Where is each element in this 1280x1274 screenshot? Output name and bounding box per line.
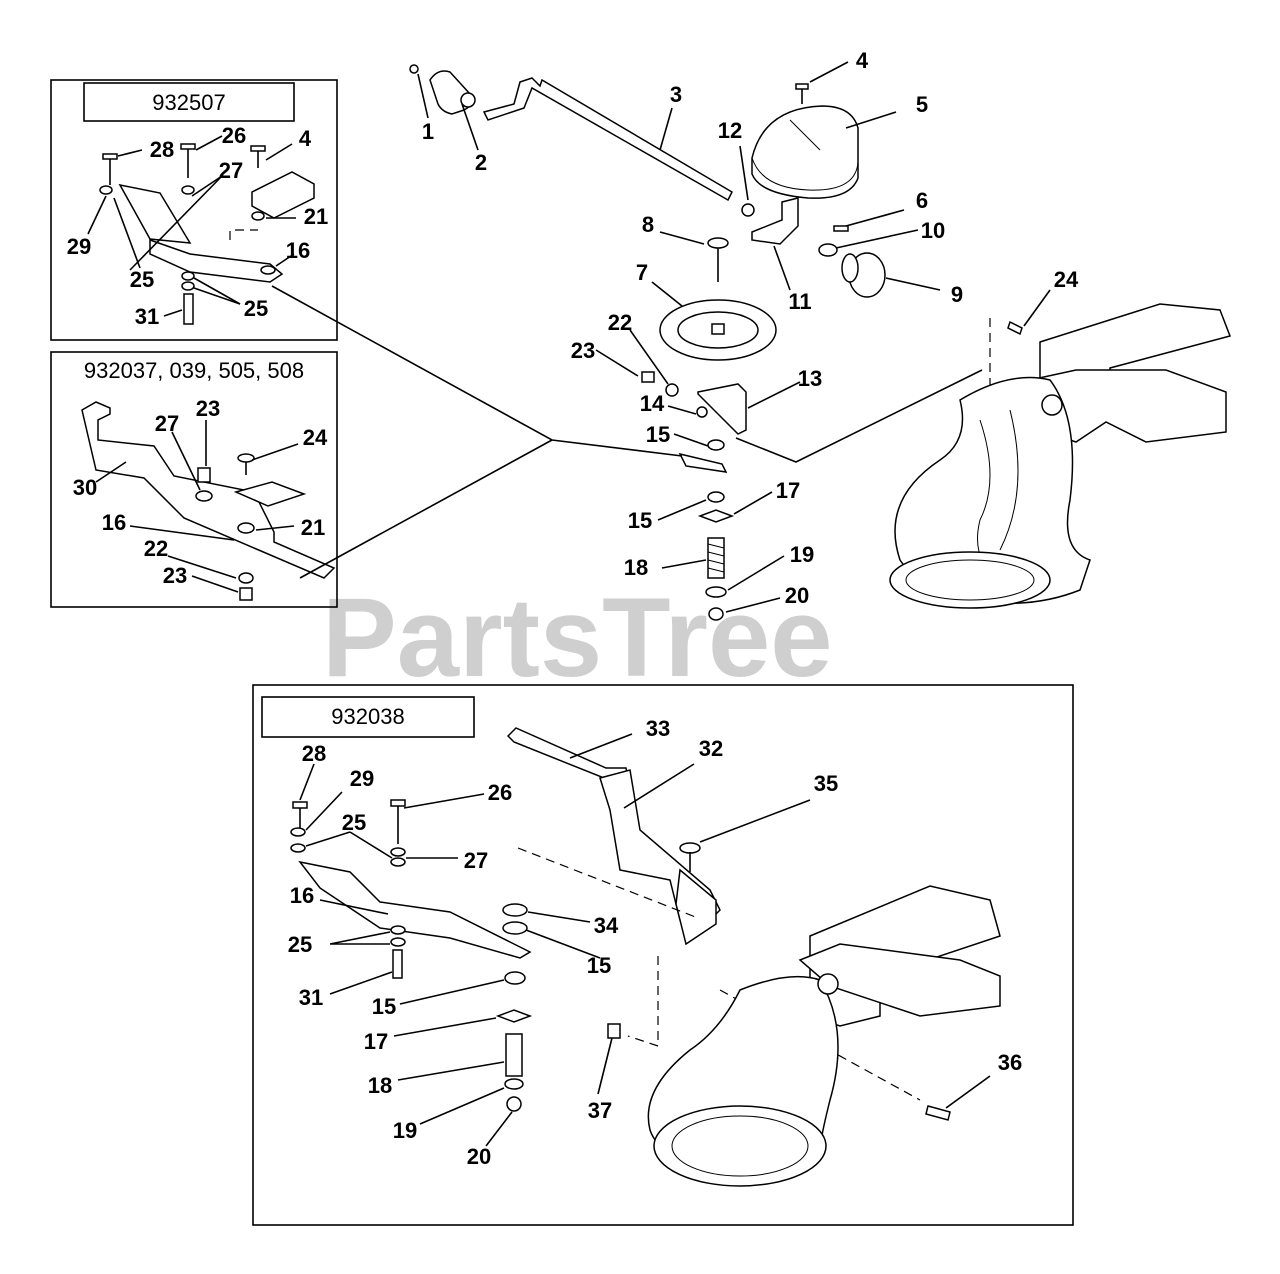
mid-callout-16: 16 bbox=[102, 510, 126, 535]
callout-8: 8 bbox=[642, 212, 654, 237]
callout-15a: 15 bbox=[646, 422, 670, 447]
bot-callout-18: 18 bbox=[368, 1073, 392, 1098]
bot-callout-29: 29 bbox=[350, 766, 374, 791]
top-callout-25a: 25 bbox=[130, 267, 154, 292]
callout-1: 1 bbox=[422, 119, 434, 144]
bot-callout-25b: 25 bbox=[288, 932, 312, 957]
bot-callout-20: 20 bbox=[467, 1144, 491, 1169]
inset-box-top bbox=[50, 79, 338, 341]
top-callout-21: 21 bbox=[304, 204, 328, 229]
middle-inset-parts bbox=[81, 401, 336, 601]
top-callout-25b: 25 bbox=[244, 296, 268, 321]
callout-15b: 15 bbox=[628, 508, 652, 533]
callout-17: 17 bbox=[776, 478, 800, 503]
leader-lines bbox=[87, 61, 1051, 1147]
bottom-inset-callouts: 33 32 28 29 26 35 25 27 16 34 25 15 31 1… bbox=[288, 716, 1022, 1169]
callout-23: 23 bbox=[571, 338, 595, 363]
inset-title-top: 932507 bbox=[152, 90, 225, 115]
inset-title-middle: 932037, 039, 505, 508 bbox=[84, 358, 304, 383]
callout-6: 6 bbox=[916, 188, 928, 213]
bot-callout-15a: 15 bbox=[587, 953, 611, 978]
top-inset-callouts: 28 26 4 27 21 29 25 16 25 31 bbox=[67, 123, 328, 329]
bot-callout-35: 35 bbox=[814, 771, 838, 796]
callout-22: 22 bbox=[608, 310, 632, 335]
callout-3: 3 bbox=[670, 82, 682, 107]
bot-callout-16: 16 bbox=[290, 883, 314, 908]
bottom-inset-parts bbox=[290, 727, 1001, 1187]
callout-12: 12 bbox=[718, 118, 742, 143]
bot-callout-15b: 15 bbox=[372, 994, 396, 1019]
inset-title-box-top bbox=[83, 82, 295, 122]
callout-14: 14 bbox=[640, 391, 665, 416]
callout-10: 10 bbox=[921, 218, 945, 243]
top-callout-4: 4 bbox=[299, 126, 312, 151]
callout-5: 5 bbox=[916, 92, 928, 117]
callout-18: 18 bbox=[624, 555, 648, 580]
inset-title-bottom: 932038 bbox=[331, 704, 404, 729]
callout-24: 24 bbox=[1054, 267, 1079, 292]
mid-callout-24: 24 bbox=[303, 425, 328, 450]
callout-19: 19 bbox=[790, 542, 814, 567]
callout-4: 4 bbox=[856, 48, 869, 73]
mid-callout-22: 22 bbox=[144, 536, 168, 561]
bot-callout-37: 37 bbox=[588, 1098, 612, 1123]
top-callout-16: 16 bbox=[286, 238, 310, 263]
bot-callout-27: 27 bbox=[464, 848, 488, 873]
bot-callout-32: 32 bbox=[699, 736, 723, 761]
main-assembly bbox=[409, 64, 1231, 621]
top-callout-28: 28 bbox=[150, 137, 174, 162]
callout-13: 13 bbox=[798, 366, 822, 391]
mid-callout-21: 21 bbox=[301, 515, 325, 540]
top-callout-31: 31 bbox=[135, 304, 159, 329]
mid-callout-23b: 23 bbox=[163, 563, 187, 588]
mid-callout-23a: 23 bbox=[196, 396, 220, 421]
top-callout-29: 29 bbox=[67, 234, 91, 259]
bot-callout-36: 36 bbox=[998, 1050, 1022, 1075]
mid-callout-27: 27 bbox=[155, 411, 179, 436]
inset-title-box-bottom bbox=[261, 696, 475, 738]
bot-callout-19: 19 bbox=[393, 1118, 417, 1143]
top-callout-27: 27 bbox=[219, 158, 243, 183]
watermark: PartsTree bbox=[322, 575, 833, 700]
callout-7: 7 bbox=[636, 260, 648, 285]
callout-2: 2 bbox=[475, 150, 487, 175]
callout-11: 11 bbox=[788, 289, 811, 314]
middle-inset-callouts: 23 27 24 30 16 21 22 23 bbox=[73, 396, 328, 588]
bot-callout-25a: 25 bbox=[342, 810, 366, 835]
callout-9: 9 bbox=[951, 282, 963, 307]
callout-20: 20 bbox=[785, 583, 809, 608]
bot-callout-33: 33 bbox=[646, 716, 670, 741]
bot-callout-17: 17 bbox=[364, 1029, 388, 1054]
mid-callout-30: 30 bbox=[73, 475, 97, 500]
bot-callout-28: 28 bbox=[302, 741, 326, 766]
bot-callout-26: 26 bbox=[488, 780, 512, 805]
top-inset-parts bbox=[99, 143, 315, 325]
main-callouts: 1 2 3 4 5 6 7 8 9 10 11 12 13 14 15 15 1… bbox=[422, 48, 1079, 608]
inset-box-middle bbox=[50, 351, 338, 608]
bot-callout-31: 31 bbox=[299, 985, 323, 1010]
bot-callout-34: 34 bbox=[594, 913, 619, 938]
top-callout-26: 26 bbox=[222, 123, 246, 148]
inset-box-bottom bbox=[252, 684, 1074, 1226]
